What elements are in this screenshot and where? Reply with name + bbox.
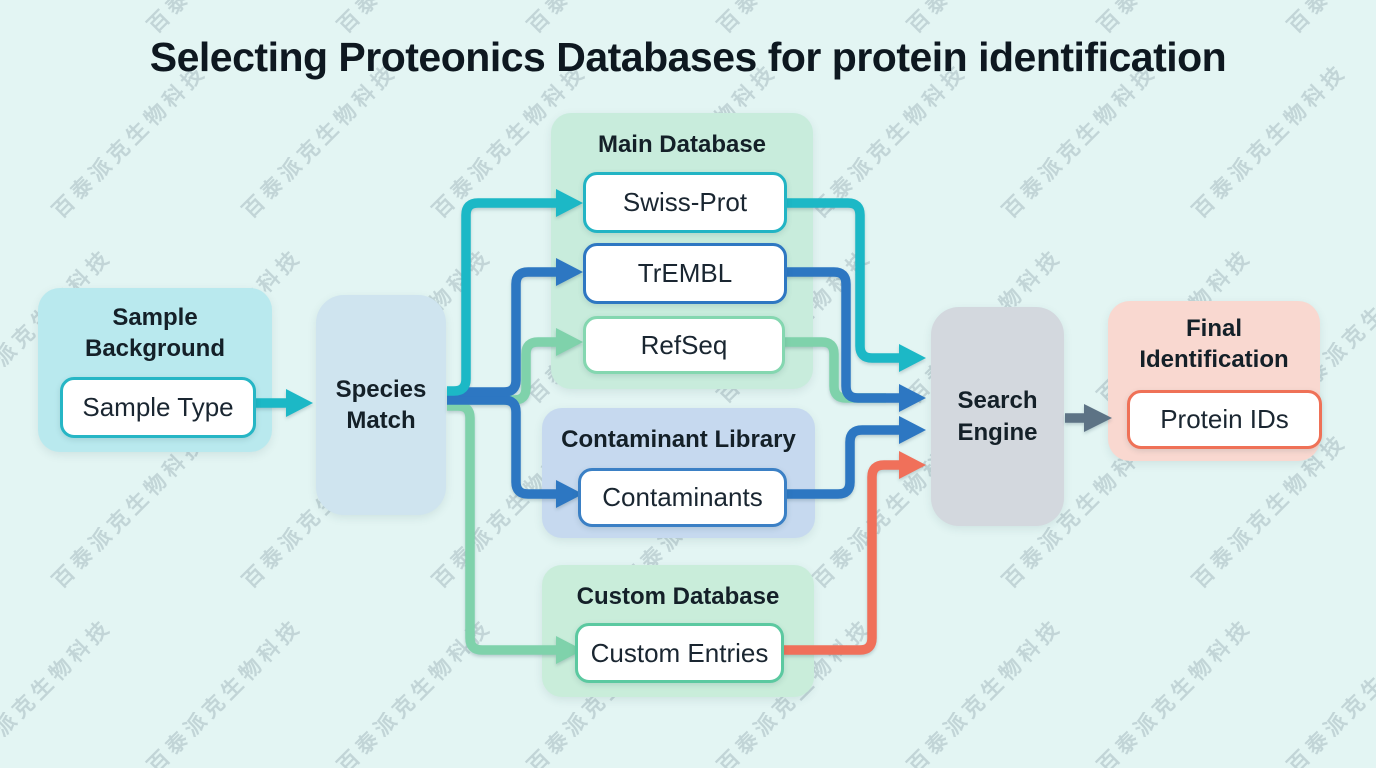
node-species-match: Species Match — [316, 295, 446, 515]
node-swiss-prot-label: Swiss-Prot — [622, 187, 748, 217]
arrowhead-swissprot-to-search — [899, 344, 926, 372]
watermark-text: 百泰派克生物科技 — [1188, 59, 1352, 223]
arrowhead-custom-to-search — [899, 451, 926, 479]
node-trembl: TrEMBL — [583, 243, 787, 304]
group-final-identification: Final Identification Protein IDs — [1108, 301, 1322, 461]
node-refseq-label: RefSeq — [640, 329, 728, 360]
watermark-text: 百泰派克生物科技 — [1093, 614, 1257, 768]
group-custom-database-title: Custom Database — [576, 583, 780, 610]
node-protein-ids-label: Protein IDs — [1160, 404, 1289, 434]
group-contaminant-library: Contaminant Library Contaminants — [542, 408, 815, 538]
node-custom-entries-label: Custom Entries — [590, 637, 769, 668]
watermark-text: 百泰派克生物科技 — [333, 614, 497, 768]
page-title: Selecting Proteonics Databases for prote… — [149, 34, 1227, 80]
watermark-text: 百泰派克生物科技 — [998, 59, 1162, 223]
node-sample-type-label: Sample Type — [82, 392, 234, 422]
node-search-engine-label: Search Engine — [957, 387, 1038, 446]
connector-species-to-swissprot — [447, 198, 556, 396]
watermark-text: 百泰派克生物科技 — [903, 614, 1067, 768]
node-species-match-label: Species Match — [335, 375, 427, 434]
node-swiss-prot: Swiss-Prot — [583, 172, 787, 233]
node-custom-entries: Custom Entries — [575, 623, 784, 683]
group-main-database: Main Database Swiss-Prot TrEMBL RefSeq — [551, 113, 813, 389]
watermark-text: 百泰派克生物科技 — [808, 59, 972, 223]
connector-species-to-trembl — [447, 267, 556, 397]
watermark-text: 百泰派克生物科技 — [143, 614, 307, 768]
arrowhead-sample-to-species — [286, 389, 313, 417]
connector-species-to-refseq — [447, 337, 556, 405]
connector-species-to-contaminants — [447, 395, 556, 499]
group-contaminant-library-title: Contaminant Library — [561, 426, 796, 453]
node-protein-ids: Protein IDs — [1127, 390, 1322, 449]
group-sample-background-title: Sample Background — [84, 304, 225, 363]
node-refseq: RefSeq — [583, 316, 785, 374]
group-sample-background: Sample Background Sample Type — [38, 288, 272, 452]
connector-species-to-custom-entries — [447, 401, 556, 655]
arrowhead-trembl-to-search — [899, 384, 926, 412]
node-contaminants-label: Contaminants — [602, 482, 763, 512]
watermark-text: 百泰派克生物科技 — [1283, 614, 1376, 768]
node-trembl-label: TrEMBL — [637, 258, 733, 288]
watermark-text: 百泰派克生物科技 — [48, 59, 212, 223]
node-sample-type: Sample Type — [60, 377, 256, 438]
node-contaminants: Contaminants — [578, 468, 787, 527]
group-final-identification-title: Final Identification — [1139, 315, 1289, 374]
watermark-text: 百泰派克生物科技 — [0, 614, 117, 768]
watermark-text: 百泰派克生物科技 — [238, 59, 402, 223]
group-custom-database: Custom Database Custom Entries — [542, 565, 814, 697]
arrowhead-contaminants-to-search — [899, 416, 926, 444]
group-main-database-title: Main Database — [597, 131, 767, 158]
node-search-engine: Search Engine — [931, 307, 1064, 526]
